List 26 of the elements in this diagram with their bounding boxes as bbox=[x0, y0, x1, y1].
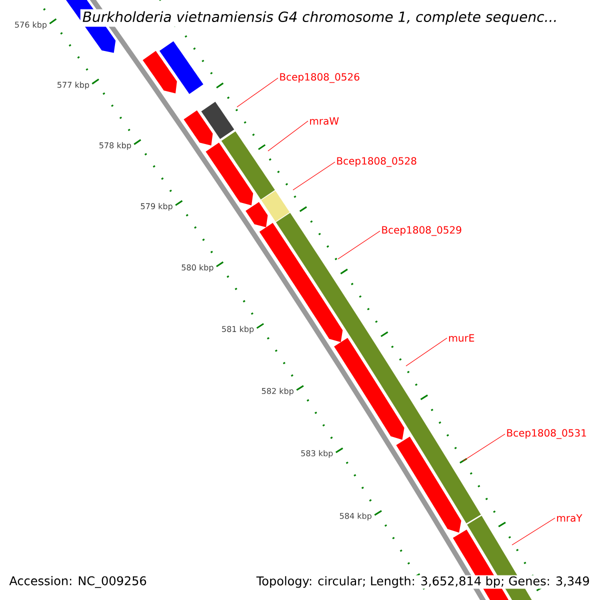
title: Burkholderia vietnamiensis G4 chromosome 1, complete sequenc... bbox=[80, 9, 560, 27]
leader-line bbox=[406, 338, 448, 366]
gene-label: Bcep1808_0528 bbox=[337, 157, 416, 167]
scale-label: 582 kbp bbox=[262, 388, 294, 396]
leader-line bbox=[268, 120, 308, 152]
gene-label: mraW bbox=[310, 117, 339, 125]
scale-label: 576 kbp bbox=[15, 22, 47, 30]
leader-line bbox=[236, 78, 278, 108]
gene-label: Bcep1808_0529 bbox=[382, 226, 462, 236]
gene-label: murE bbox=[449, 334, 474, 342]
gene-label: Bcep1808_0531 bbox=[507, 429, 586, 439]
leader-line bbox=[338, 230, 380, 260]
scale-label: 579 kbp bbox=[140, 203, 172, 211]
scale-label: 581 kbp bbox=[222, 326, 254, 334]
leader-line bbox=[462, 434, 506, 462]
scale-label: 580 kbp bbox=[182, 264, 214, 272]
scale-label: 578 kbp bbox=[99, 142, 132, 150]
accession-text: Accession: NC_009256 bbox=[9, 576, 146, 588]
scale-label: 584 kbp bbox=[340, 512, 372, 520]
scale-label: 577 kbp bbox=[58, 82, 90, 90]
leader-line bbox=[292, 162, 336, 190]
scale-label: 583 kbp bbox=[301, 450, 333, 458]
topology-text: Topology: circular; Length: 3,652,814 bp; Genes: 3,349 bbox=[255, 575, 591, 589]
gene-label: mraY bbox=[557, 514, 582, 522]
gene-label: Bcep1808_0526 bbox=[280, 73, 360, 83]
leader-line bbox=[512, 518, 556, 546]
